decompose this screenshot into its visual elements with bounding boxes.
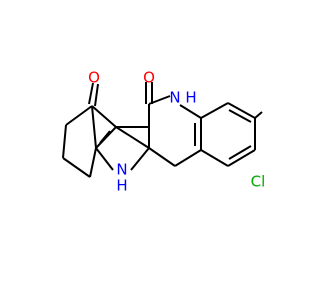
bond-c8-c9 — [65, 105, 93, 126]
bond-c10-c11 — [62, 157, 91, 178]
bond-c8-o — [88, 82, 94, 105]
bonds — [62, 82, 263, 178]
bond-c2-c1-inner — [228, 145, 252, 160]
bond-c9-c10 — [62, 124, 67, 159]
oxygen-atom-label-left: O — [88, 69, 100, 87]
molecule-structure: O O H N N H Cl — [62, 69, 265, 195]
bond-c4a-c4 — [200, 102, 229, 119]
hydrogen-label-n11: H — [116, 177, 127, 195]
bond-c4-c3 — [227, 102, 256, 119]
bond-c11b-c7a — [115, 126, 150, 149]
atom-labels: O O H N N H Cl — [88, 69, 265, 195]
bond-c2-c1 — [227, 149, 256, 167]
nitrogen-atom-label-n11: N — [116, 161, 127, 179]
bond-c11-c11a — [89, 147, 97, 178]
bond-c11a-c7a — [91, 105, 97, 149]
nitrogen-atom-label-n5: N — [169, 89, 180, 107]
bond-c7a-c11a-inner — [99, 130, 111, 144]
bond-c3-cl — [254, 111, 263, 119]
bond-c7a-c11a — [95, 126, 117, 149]
bond-c11a-n11 — [95, 147, 114, 171]
bond-c8-c7a — [91, 105, 117, 128]
oxygen-atom-label-right: O — [143, 69, 155, 87]
bond-c4-c3-inner — [228, 109, 252, 123]
bond-n11-c11b — [130, 147, 150, 171]
bond-n5-c4a — [179, 104, 202, 119]
bond-c8-o-double — [94, 83, 99, 107]
bond-c6-n5 — [148, 95, 171, 105]
bond-c12a-c12b — [174, 149, 202, 167]
hydrogen-label-n5: H — [185, 89, 196, 107]
chlorine-atom-label: Cl — [251, 173, 266, 191]
molecule-diagram: O O H N N H Cl — [62, 68, 266, 195]
bond-c12b-c11b — [148, 147, 176, 167]
bond-c1-c12a — [200, 149, 229, 167]
